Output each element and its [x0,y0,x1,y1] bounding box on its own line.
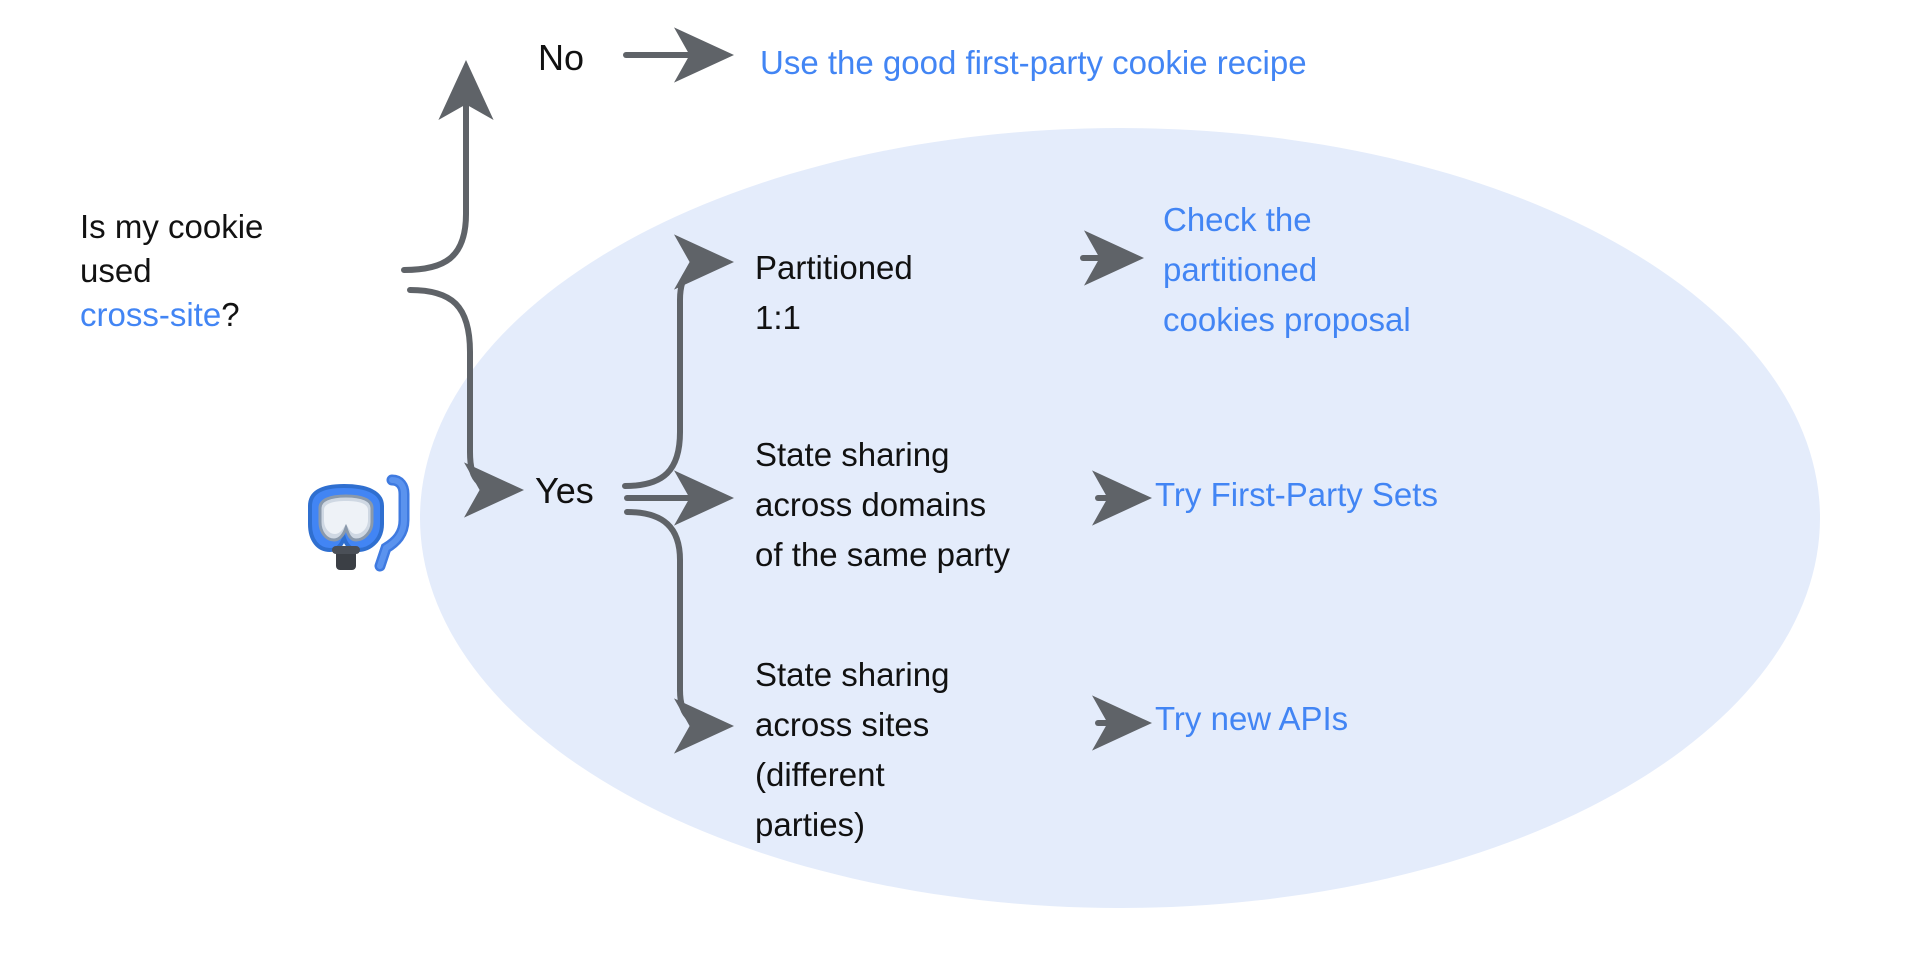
option-label-state-sharing-domains: State sharing across domains of the same… [755,436,1010,573]
arrow-yes-to-state-sites [624,509,734,754]
arrow-root-to-no [401,60,494,273]
link-partitioned-cookies-proposal[interactable]: Check the partitioned cookies proposal [1163,201,1411,338]
diving-mask-icon [308,474,410,572]
question-line-2: used [80,252,152,289]
link-first-party-recipe[interactable]: Use the good first-party cookie recipe [760,44,1307,81]
link-first-party-sets[interactable]: Try First-Party Sets [1155,476,1438,513]
question-suffix: ? [221,296,240,333]
arrow-root-to-yes [407,287,524,518]
option-label-partitioned: Partitioned 1:1 [755,249,913,336]
link-new-apis[interactable]: Try new APIs [1155,700,1349,737]
branch-label-no: No [538,37,585,78]
question-highlight-cross-site: cross-site [80,296,222,333]
arrow-yes-to-partitioned [622,234,734,489]
root-question: Is my cookie used cross-site? [80,205,380,337]
question-line-1: Is my cookie [80,208,264,245]
option-label-state-sharing-sites: State sharing across sites (different pa… [755,656,950,843]
branch-label-yes: Yes [535,470,594,511]
